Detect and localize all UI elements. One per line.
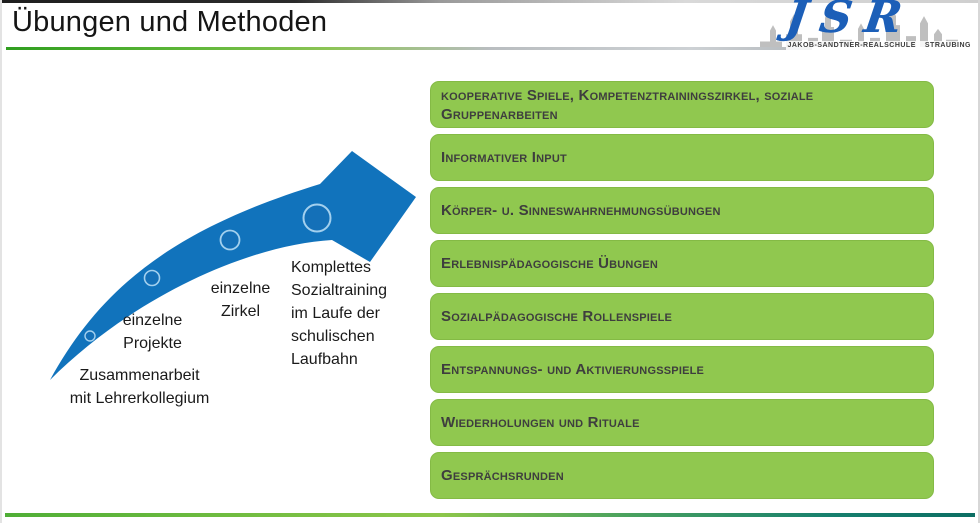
top-edge-line xyxy=(2,0,978,3)
method-box-entspannung-aktivierung: Entspannungs- und Aktivierungsspiele xyxy=(430,346,934,393)
page-title: Übungen und Methoden xyxy=(12,6,328,38)
title-underline xyxy=(6,47,812,50)
method-box-rollenspiele: Sozialpädagogische Rollenspiele xyxy=(430,293,934,340)
city-skyline-icon xyxy=(760,9,958,47)
method-label: Informativer Input xyxy=(441,149,567,166)
school-logo: JSR JAKOB-SANDTNER-REALSCHULE STRAUBING xyxy=(760,0,974,50)
method-label: Sozialpädagogische Rollenspiele xyxy=(441,308,673,325)
method-box-kooperative-spiele: kooperative Spiele, Kompetenztrainingszi… xyxy=(430,81,934,128)
stage-label-einzelne-zirkel: einzelne Zirkel xyxy=(210,280,271,320)
method-label: Körper- u. Sinneswahrnehmungsübungen xyxy=(441,202,721,219)
logo-acronym: JSR xyxy=(782,0,918,43)
method-label: Erlebnispädagogische Übungen xyxy=(441,255,659,272)
stage-marker-circle-1 xyxy=(84,330,96,342)
method-label: Gesprächsrunden xyxy=(441,467,564,484)
growth-arrow xyxy=(32,130,452,400)
skyline-silhouette xyxy=(760,9,958,47)
stage-marker-circle-4 xyxy=(302,203,332,233)
logo-school-name: JAKOB-SANDTNER-REALSCHULE xyxy=(787,42,916,49)
stage-label-zusammenarbeit: Zusammenarbeit mit Lehrerkollegium xyxy=(69,367,210,407)
logo-city: STRAUBING xyxy=(924,42,971,49)
method-box-informativer-input: Informativer Input xyxy=(430,134,934,181)
methods-list: kooperative Spiele, Kompetenztrainingszi… xyxy=(430,81,934,499)
logo-caption: JAKOB-SANDTNER-REALSCHULE STRAUBING xyxy=(786,41,972,50)
method-box-erlebnispaedagogik: Erlebnispädagogische Übungen xyxy=(430,240,934,287)
bottom-accent-line xyxy=(5,513,975,517)
stage-marker-circle-3 xyxy=(219,229,241,251)
method-label: Entspannungs- und Aktivierungsspiele xyxy=(441,361,705,378)
method-label: kooperative Spiele, Kompetenztrainingszi… xyxy=(441,86,814,123)
stage-label-einzelne-projekte: einzelne Projekte xyxy=(122,312,183,352)
method-box-koerper-sinneswahrnehmung: Körper- u. Sinneswahrnehmungsübungen xyxy=(430,187,934,234)
method-box-wiederholungen-rituale: Wiederholungen und Rituale xyxy=(430,399,934,446)
stage-label-komplettes-sozialtraining: Komplettes Sozialtraining im Laufe der s… xyxy=(291,259,388,368)
method-box-gespraechsrunden: Gesprächsrunden xyxy=(430,452,934,499)
method-label: Wiederholungen und Rituale xyxy=(441,414,640,431)
stage-marker-circle-2 xyxy=(143,269,161,287)
